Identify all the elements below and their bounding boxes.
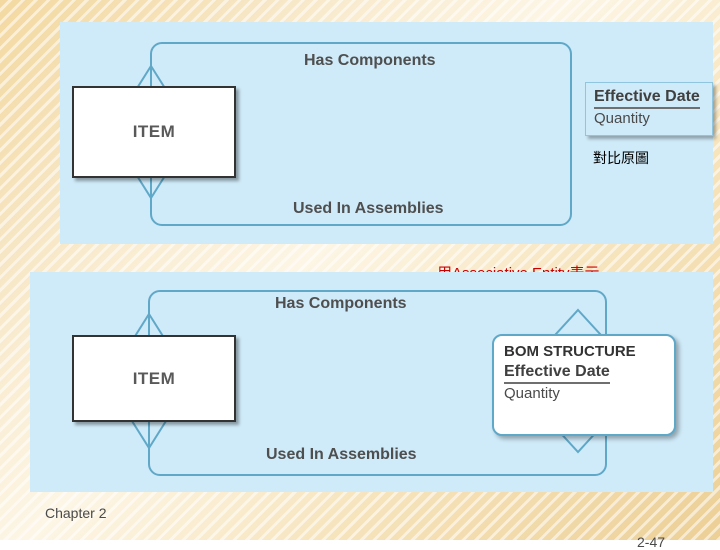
relationship-label-has-components-bottom: Has Components [275,295,407,312]
attribute-quantity-top: Quantity [594,110,650,127]
attribute-effective-date-top: Effective Date [594,87,700,109]
attribute-box-top: Effective Date Quantity [585,82,713,136]
footer-chapter-label: Chapter 2 [45,505,107,521]
entity-box-item-top: ITEM [72,86,236,178]
entity-label-item-bottom: ITEM [132,368,176,388]
relationship-label-has-components-top: Has Components [304,52,436,69]
entity-label-item-top: ITEM [132,122,176,141]
associative-attribute-effective-date: Effective Date [504,362,610,384]
relationship-label-used-in-assemblies-bottom: Used In Assemblies [266,446,417,463]
associative-attribute-quantity: Quantity [504,384,560,402]
associative-entity-name: BOM STRUCTURE [504,343,636,360]
entity-box-item-bottom: ITEM [72,335,236,422]
annotation-compare-original: 對比原圖 [593,150,649,166]
footer-page-number: 2-47 [637,534,666,550]
diagram-top-panel: ITEM Has Components Used In Assemblies E… [60,22,713,244]
relationship-label-used-in-assemblies-top: Used In Assemblies [293,200,444,217]
diagram-bottom-panel: ITEM Has Components Used In Assemblies B… [30,272,713,492]
associative-entity-box: BOM STRUCTURE Effective Date Quantity [492,334,676,436]
